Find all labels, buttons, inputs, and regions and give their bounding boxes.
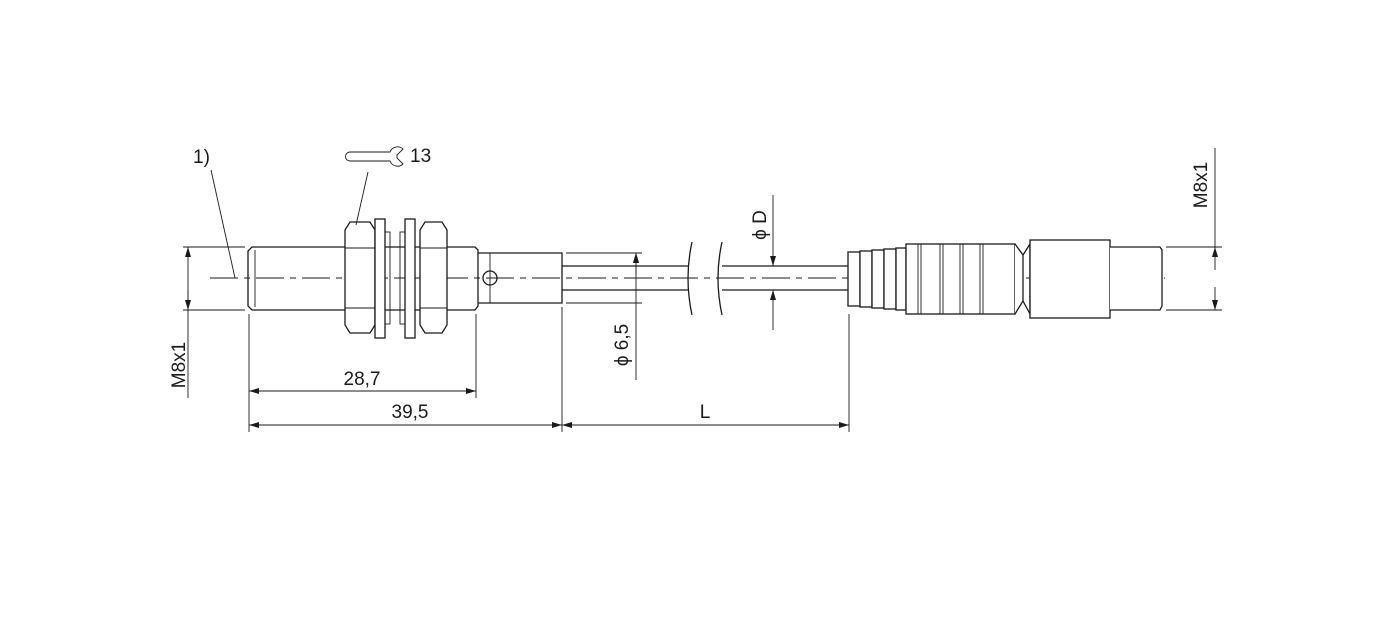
- diameter-symbol: ϕ: [750, 229, 771, 240]
- dimension-cable-diameter: ϕ 6,5: [566, 252, 642, 380]
- mounting-nut-left: [344, 221, 376, 334]
- cable-length-label: L: [700, 402, 711, 423]
- svg-text:ϕ 6,5: ϕ 6,5: [612, 324, 633, 366]
- length-total-label: 39,5: [392, 402, 429, 423]
- thread-right-label: M8x1: [1191, 162, 1212, 208]
- wrench-size-label: 13: [410, 146, 431, 167]
- dimension-connector-diameter: ϕ D: [750, 195, 776, 330]
- dimension-thread-left: M8x1: [169, 246, 245, 398]
- washer-right: [399, 218, 416, 339]
- break-mark: [687, 241, 693, 316]
- wrench-icon: [345, 146, 404, 167]
- connector-diameter-label: D: [750, 210, 771, 224]
- length-short-label: 28,7: [344, 369, 381, 390]
- washer-left: [374, 218, 391, 339]
- dimension-thread-right: M8x1: [1166, 148, 1222, 311]
- thread-left-label: M8x1: [169, 342, 190, 388]
- cable: [562, 241, 848, 316]
- diameter-symbol: ϕ: [612, 356, 633, 367]
- wrench-leader: [355, 171, 369, 226]
- cable-diameter-label: 6,5: [612, 324, 633, 350]
- mounting-nut-right: [419, 221, 448, 334]
- sensor-body: [247, 246, 563, 311]
- led-indicator: [482, 270, 498, 286]
- svg-text:ϕ D: ϕ D: [750, 210, 771, 240]
- connector: [847, 239, 1163, 319]
- note-leader: [210, 169, 236, 279]
- note-marker: 1): [193, 147, 210, 168]
- break-mark: [717, 241, 723, 316]
